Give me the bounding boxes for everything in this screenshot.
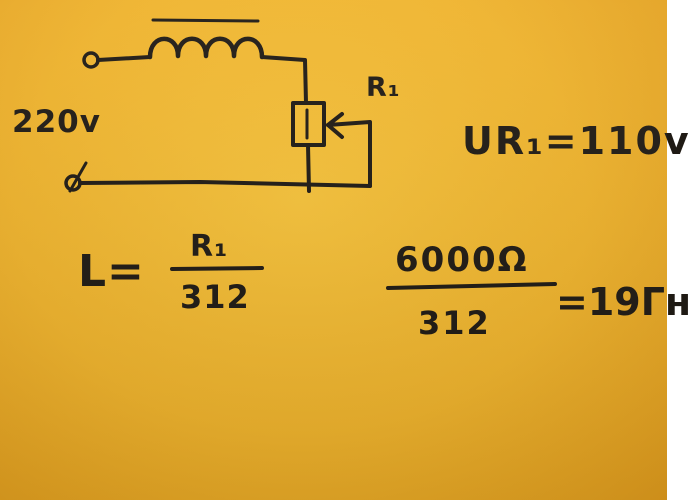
formula-fraction-bar [170,266,264,271]
wire-top-left [96,55,152,62]
inductor-coil [147,36,265,60]
formula-numerator: R₁ [190,229,229,264]
bottom-terminal-tick [68,161,88,193]
formula-denominator: 312 [180,278,250,316]
source-voltage-label: 220v [12,104,101,140]
resistor-body [291,101,326,147]
wiper-arrow-head [326,112,344,139]
calc-numerator: 6000Ω [395,240,529,280]
resistor-voltage-label: UR₁=110v [462,119,691,163]
calc-result: =19Гн [556,280,691,324]
calc-denominator: 312 [418,304,491,342]
wiper-arrow [326,120,372,188]
bottom-terminal [64,174,82,192]
calc-fraction-bar [386,282,557,290]
wire-top-right [260,55,308,105]
resistor-label: R₁ [366,72,401,103]
fraction-lines [170,266,557,290]
formula-lhs: L= [78,246,145,297]
inductor-core-line [151,18,260,23]
circuit-diagram [64,18,372,193]
wire-bottom [78,180,372,188]
